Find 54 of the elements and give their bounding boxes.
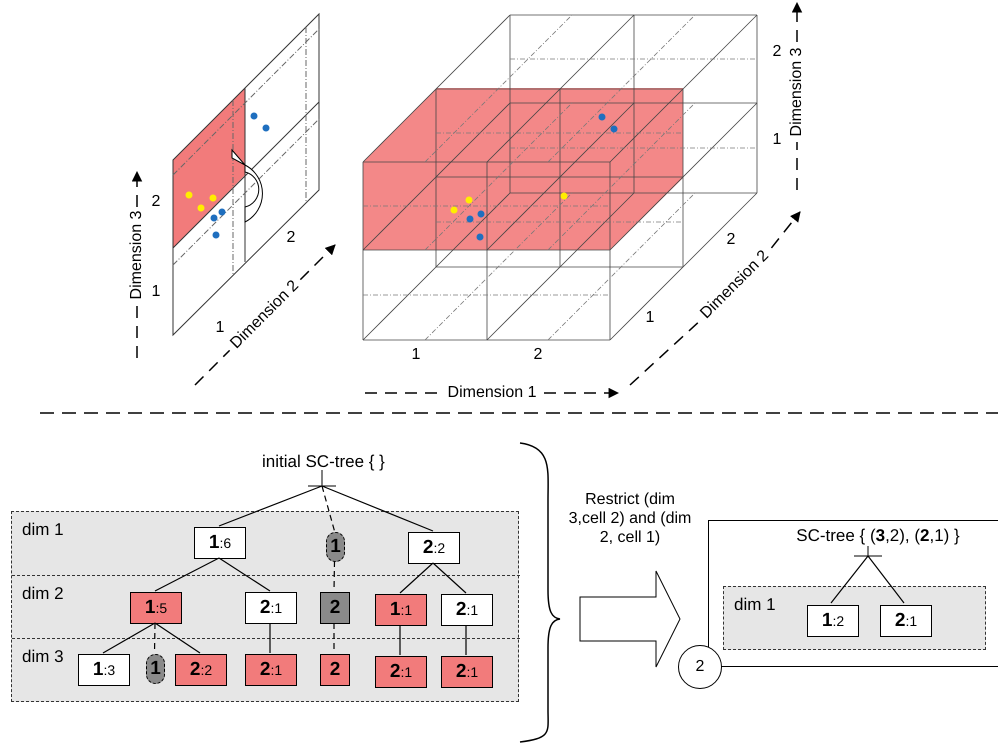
tree-node: 2:1 — [245, 654, 297, 686]
cell-index: 1 — [412, 347, 420, 363]
band-label: dim 3 — [22, 647, 64, 667]
band-label: dim 1 — [22, 520, 64, 540]
axis-label: Dimension 1 — [448, 385, 536, 401]
block-arrow — [580, 570, 681, 668]
cell-index: 2 — [286, 230, 296, 246]
cell-index: 1 — [772, 132, 782, 148]
pruned-node: 1 — [326, 532, 345, 562]
tree-edge — [465, 625, 467, 655]
tree-root-label: initial SC-tree { } — [262, 452, 382, 478]
pruned-node: 2 — [320, 592, 350, 624]
cell-index: 1 — [646, 310, 654, 326]
tree-panel — [708, 520, 998, 667]
tree-edge — [432, 562, 466, 594]
dashed-region — [11, 511, 519, 702]
axis-label: Dimension 3 — [129, 210, 145, 300]
tree-edge — [830, 556, 868, 604]
band-label: dim 1 — [734, 595, 776, 615]
tree-root-label: SC-tree { (3,2), (2,1) } — [773, 526, 983, 550]
tree-edge — [868, 556, 904, 604]
edge-label: Restrict (dim 3,cell 2) and (dim 2, cell 1) — [568, 490, 692, 548]
tree-edge — [322, 485, 434, 532]
tree-edge — [154, 622, 200, 654]
tree-node: 1:3 — [78, 654, 130, 686]
band-label: dim 2 — [22, 584, 64, 604]
tree-node: 1:6 — [194, 527, 246, 559]
dimension-band — [723, 586, 986, 650]
cell-index: 1 — [152, 284, 160, 300]
cell-index: 2 — [534, 347, 542, 363]
tree-edge — [400, 562, 434, 594]
tree-edge — [399, 625, 401, 655]
tree-edge — [269, 623, 271, 653]
cell-index: 2 — [726, 232, 736, 248]
tree-node: 1:1 — [375, 594, 427, 626]
tree-node: 2:2 — [408, 532, 460, 564]
cell-index: 1 — [216, 320, 224, 336]
tree-node: 2:1 — [375, 656, 427, 688]
tree-node: 2:2 — [175, 654, 227, 686]
tree-node: 2 — [320, 654, 350, 686]
tree-node: 1:5 — [130, 592, 182, 624]
tree-edge — [321, 486, 336, 532]
tree-edge — [218, 485, 322, 527]
tree-edge — [154, 557, 220, 592]
tree-node: 2:1 — [245, 592, 297, 624]
axis-label: Dimension 3 — [789, 48, 805, 136]
circle-marker: 2 — [678, 645, 722, 689]
cell-index: 2 — [152, 194, 160, 210]
tree-node: 1:2 — [807, 605, 859, 637]
pruned-node: 1 — [146, 654, 165, 684]
cell-index: 2 — [772, 44, 782, 60]
tree-node: 2:1 — [880, 605, 932, 637]
tree-node: 2:1 — [441, 594, 493, 626]
tree-node: 2:1 — [441, 656, 493, 688]
